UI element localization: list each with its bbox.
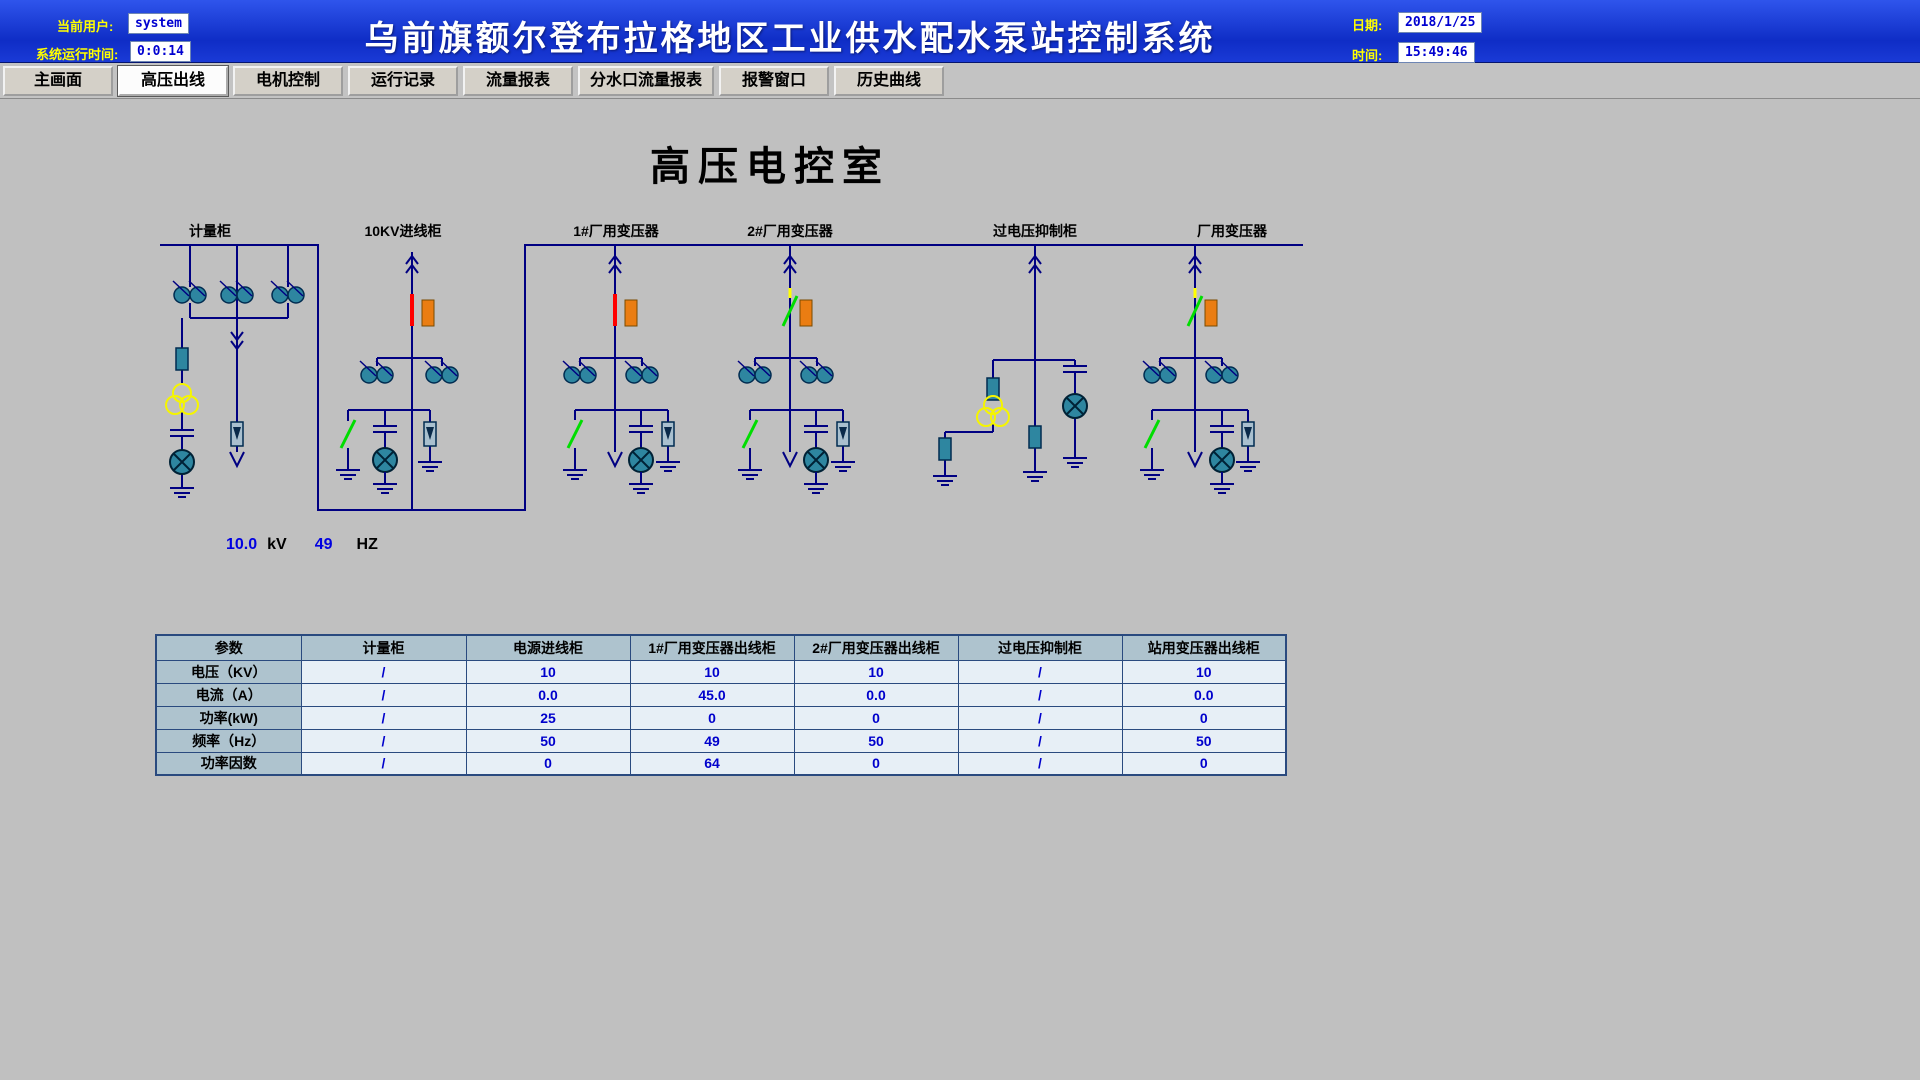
row-label-power-factor: 功率因数 [155,751,302,776]
cell-frequency-incoming: 50 [465,728,631,753]
col-header-station-tx: 站用变压器出线柜 [1121,634,1287,661]
cell-voltage-station: 10 [1121,659,1287,684]
cell-frequency-overvoltage: / [957,728,1123,753]
cell-voltage-tx2: 10 [793,659,959,684]
cell-power-incoming: 25 [465,705,631,730]
cell-pf-station: 0 [1121,751,1287,776]
bay-metering [165,245,305,498]
title-bar: 当前用户: system 系统运行时间: 0:0:14 乌前旗额尔登布拉格地区工… [0,0,1920,63]
single-line-diagram: 计量柜 10KV进线柜 1#厂用变压器 2#厂用变压器 过电压抑制柜 厂用变压器 [160,223,1303,511]
cell-voltage-overvoltage: / [957,659,1123,684]
system-title: 乌前旗额尔登布拉格地区工业供水配水泵站控制系统 [364,20,1216,58]
tab-run-records[interactable]: 运行记录 [348,65,458,96]
cell-frequency-tx2: 50 [793,728,959,753]
runtime-value: 0:0:14 [130,41,191,62]
tab-alarm-window[interactable]: 报警窗口 [719,65,830,96]
cell-power-metering: / [300,705,467,730]
bay-label-metering: 计量柜 [189,223,231,239]
cell-frequency-metering: / [300,728,467,753]
cell-current-overvoltage: / [957,682,1123,707]
page-title: 高压电控室 [650,145,890,189]
parameters-table: 参数 计量柜 电源进线柜 1#厂用变压器出线柜 2#厂用变压器出线柜 过电压抑制… [155,634,1287,776]
cell-current-incoming: 0.0 [465,682,631,707]
cell-frequency-station: 50 [1121,728,1287,753]
bay-label-station-tx: 厂用变压器 [1197,223,1268,239]
time-label: 时间: [1352,48,1383,63]
bus-voltage-value: 10.0 [226,536,258,553]
cell-current-tx1: 45.0 [629,682,795,707]
date-label: 日期: [1352,18,1383,33]
cell-voltage-incoming: 10 [465,659,631,684]
row-label-current: 电流（A） [155,682,302,707]
nav-tab-bar: 主画面 高压出线 电机控制 运行记录 流量报表 分水口流量报表 报警窗口 历史曲… [0,63,1920,99]
current-user-value: system [128,13,189,34]
col-header-parameter: 参数 [155,634,302,661]
cell-power-tx2: 0 [793,705,959,730]
tab-flow-report[interactable]: 流量报表 [463,65,573,96]
col-header-incoming: 电源进线柜 [465,634,631,661]
bay-transformer-1 [562,245,681,494]
cell-pf-tx2: 0 [793,751,959,776]
col-header-tx2-out: 2#厂用变压器出线柜 [793,634,959,661]
col-header-metering: 计量柜 [300,634,467,661]
cell-current-metering: / [300,682,467,707]
row-label-frequency: 频率（Hz） [155,728,302,753]
bus-reading: 10.0 kV 49 HZ [226,536,378,554]
cell-pf-overvoltage: / [957,751,1123,776]
tab-main-screen[interactable]: 主画面 [3,65,113,96]
tab-motor-control[interactable]: 电机控制 [233,65,343,96]
current-user-label: 当前用户: [57,19,114,34]
cell-pf-tx1: 64 [629,751,795,776]
cell-frequency-tx1: 49 [629,728,795,753]
cell-pf-incoming: 0 [465,751,631,776]
bus-voltage-unit: kV [267,536,287,553]
table-row-frequency: 频率（Hz） / 50 49 50 / 50 [155,728,1287,753]
col-header-overvoltage: 过电压抑制柜 [957,634,1123,661]
bay-station-transformer [1139,245,1261,494]
row-label-voltage: 电压（KV） [155,659,302,684]
cell-power-station: 0 [1121,705,1287,730]
bus-frequency-unit: HZ [356,536,378,553]
time-value: 15:49:46 [1398,42,1475,63]
tab-history-curves[interactable]: 历史曲线 [834,65,945,96]
cell-current-station: 0.0 [1121,682,1287,707]
bay-transformer-2 [737,245,856,494]
cell-voltage-tx1: 10 [629,659,795,684]
tab-hv-outgoing[interactable]: 高压出线 [118,65,228,96]
table-row-power: 功率(kW) / 25 0 0 / 0 [155,705,1287,730]
bay-incoming-10kv [335,252,459,510]
cell-pf-metering: / [300,751,467,776]
bay-label-transformer-2: 2#厂用变压器 [747,223,834,239]
cell-power-overvoltage: / [957,705,1123,730]
cell-voltage-metering: / [300,659,467,684]
bay-overvoltage-suppression [932,245,1088,486]
bay-label-incoming: 10KV进线柜 [364,223,441,239]
table-row-power-factor: 功率因数 / 0 64 0 / 0 [155,751,1287,776]
date-value: 2018/1/25 [1398,12,1483,33]
bay-label-transformer-1: 1#厂用变压器 [573,223,660,239]
runtime-label: 系统运行时间: [36,47,119,62]
table-header-row: 参数 计量柜 电源进线柜 1#厂用变压器出线柜 2#厂用变压器出线柜 过电压抑制… [155,634,1287,661]
main-bus [160,244,1303,511]
tab-outlet-flow-report[interactable]: 分水口流量报表 [578,65,715,96]
bus-frequency-value: 49 [314,536,333,553]
row-label-power: 功率(kW) [155,705,302,730]
col-header-tx1-out: 1#厂用变压器出线柜 [629,634,795,661]
bay-label-overvoltage: 过电压抑制柜 [993,223,1077,239]
table-row-current: 电流（A） / 0.0 45.0 0.0 / 0.0 [155,682,1287,707]
cell-power-tx1: 0 [629,705,795,730]
cell-current-tx2: 0.0 [793,682,959,707]
table-row-voltage: 电压（KV） / 10 10 10 / 10 [155,659,1287,684]
